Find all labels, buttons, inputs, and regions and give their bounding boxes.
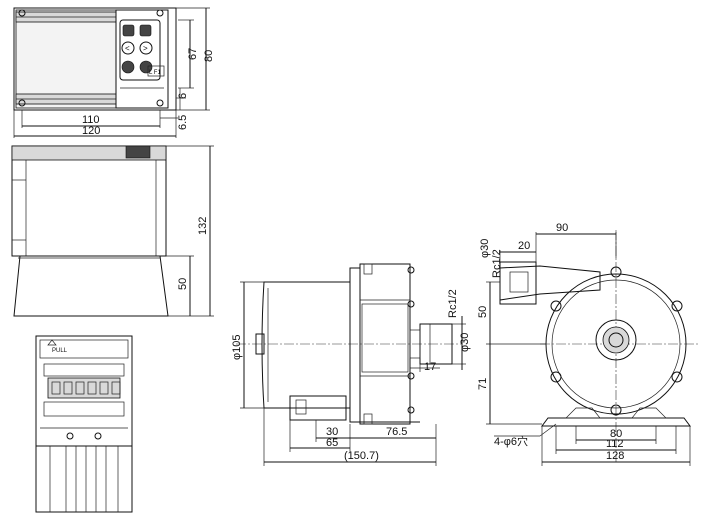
dim-80-front: 80 xyxy=(610,428,622,440)
dim-110: 110 xyxy=(82,114,100,126)
dim-30: 30 xyxy=(326,426,338,438)
dim-67: 67 xyxy=(187,48,199,60)
dim-20: 20 xyxy=(518,240,530,252)
dim-120: 120 xyxy=(82,125,100,137)
dim-76-5: 76.5 xyxy=(386,426,407,438)
dim-71: 71 xyxy=(477,378,489,390)
dim-50-front: 50 xyxy=(477,306,489,318)
dim-80: 80 xyxy=(203,50,215,62)
side-view: 132 50 xyxy=(11,145,214,317)
top-view: < > L F1 67 80 6 6.5 110 120 xyxy=(13,7,215,138)
dim-phi30-front: φ30 xyxy=(479,239,491,258)
dim-50-side: 50 xyxy=(177,278,189,290)
dim-17: 17 xyxy=(424,361,436,373)
svg-text:>: > xyxy=(143,44,148,53)
dim-rc-front: Rc1/2 xyxy=(491,249,503,278)
motor-front-view: 90 20 φ30 Rc1/2 50 71 4-φ6穴 80 112 128 xyxy=(477,222,700,466)
svg-text:<: < xyxy=(125,44,130,53)
dim-phi105: φ105 xyxy=(231,335,243,361)
terminal-view: PULL xyxy=(35,335,133,513)
dim-phi30-side: φ30 xyxy=(459,333,471,352)
dim-112: 112 xyxy=(606,438,624,450)
dim-6-5: 6.5 xyxy=(177,115,189,130)
pull-label: PULL xyxy=(52,348,68,354)
dim-6: 6 xyxy=(177,93,189,99)
dim-90: 90 xyxy=(556,222,568,234)
dim-65: 65 xyxy=(326,437,338,449)
dim-rc-side: Rc1/2 xyxy=(447,289,459,318)
panel-label: L F1 xyxy=(149,70,161,76)
dim-holes: 4-φ6穴 xyxy=(494,434,528,448)
dim-128: 128 xyxy=(606,450,624,462)
dim-150-7: (150.7) xyxy=(344,450,379,462)
motor-side-view: φ105 Rc1/2 φ30 17 30 65 76.5 (150.7) xyxy=(231,263,471,466)
dim-132: 132 xyxy=(197,217,209,235)
